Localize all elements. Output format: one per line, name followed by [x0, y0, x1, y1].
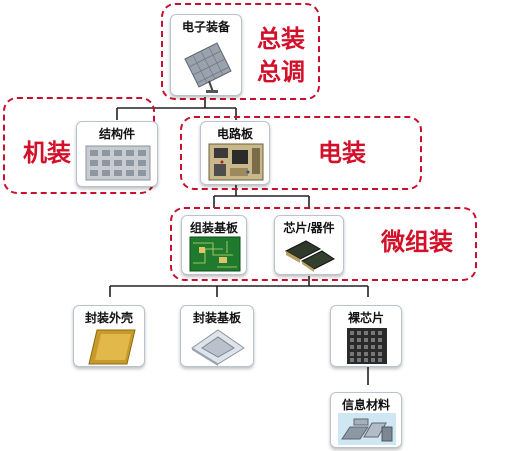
circuit-board-icon: [208, 143, 264, 181]
radar-antenna-icon: [184, 42, 232, 93]
node-info-materials-label: 信息材料: [341, 398, 390, 412]
chip-package-icon: [284, 240, 335, 272]
node-bare-die: 裸芯片: [330, 305, 402, 367]
node-package-shell: 封装外壳: [73, 305, 145, 367]
node-electronic-equipment-label: 电子装备: [181, 20, 230, 34]
metal-panel-icon: [85, 145, 151, 181]
node-circuit-board-label: 电路板: [216, 127, 253, 141]
micro-assembly-label: 微组装: [381, 229, 453, 256]
node-chip-device-label: 芯片/器件: [283, 221, 335, 235]
node-structural-part: 结构件: [76, 121, 158, 187]
system-assembly-label-line1: 总装: [257, 26, 305, 53]
system-assembly-group: [161, 3, 320, 100]
node-package-substrate: 封装基板: [180, 305, 254, 367]
node-chip-device: 芯片/器件: [274, 215, 344, 275]
mechanical-assembly-label: 机装: [23, 140, 71, 167]
gold-shell-icon: [88, 329, 136, 365]
ceramic-substrate-icon: [191, 329, 245, 366]
electrical-assembly-label: 电装: [318, 140, 366, 167]
bare-die-icon: [347, 328, 387, 364]
node-structural-part-label: 结构件: [98, 127, 135, 141]
electrical-assembly-group: [180, 116, 422, 190]
material-blocks-icon: [338, 413, 396, 445]
node-circuit-board: 电路板: [200, 121, 270, 185]
system-assembly-label-line2: 总调: [257, 59, 305, 86]
micro-assembly-group: [170, 207, 477, 281]
node-assembly-substrate-label: 组装基板: [189, 221, 238, 235]
green-pcb-icon: [189, 236, 241, 272]
node-package-substrate-label: 封装基板: [192, 311, 241, 325]
node-electronic-equipment: 电子装备: [170, 14, 242, 96]
node-bare-die-label: 裸芯片: [347, 311, 384, 325]
node-info-materials: 信息材料: [330, 392, 402, 448]
node-package-shell-label: 封装外壳: [84, 311, 133, 325]
node-assembly-substrate: 组装基板: [181, 215, 247, 275]
